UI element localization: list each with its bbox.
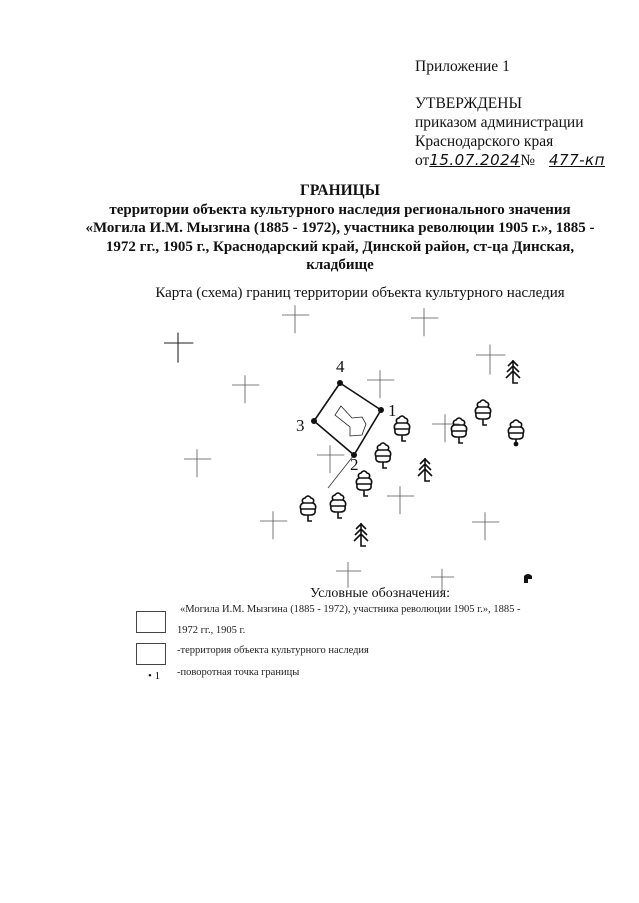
cross-icon bbox=[387, 486, 415, 515]
conifer-tree-icon bbox=[505, 359, 521, 384]
cross-icon bbox=[184, 449, 212, 478]
cross-icon bbox=[232, 375, 260, 404]
point-label-4: 4 bbox=[336, 357, 345, 376]
cross-icon bbox=[317, 445, 345, 474]
legend-territory-box bbox=[136, 643, 166, 665]
appendix-label: Приложение 1 bbox=[415, 58, 510, 75]
approved-label: УТВЕРЖДЕНЫ bbox=[415, 95, 522, 112]
path-line bbox=[327, 454, 355, 489]
deciduous-tree-icon bbox=[450, 417, 468, 444]
cross-icon bbox=[336, 562, 362, 588]
legend-title: Условные обозначения: bbox=[309, 586, 451, 601]
legend-object-text-1: «Могила И.М. Мызгина (1885 - 1972), учас… bbox=[180, 604, 521, 615]
number-label: № bbox=[520, 152, 536, 169]
tree-icons bbox=[299, 359, 525, 547]
boundary-point-1 bbox=[378, 407, 384, 413]
partial-symbol-icon bbox=[524, 574, 532, 583]
title-line-3: 1972 гг., 1905 г., Краснодарский край, Д… bbox=[105, 238, 575, 255]
approval-block: Приложение 1 УТВЕРЖДЕНЫ приказом админис… bbox=[415, 57, 605, 170]
grave-outline bbox=[334, 405, 367, 437]
cross-icon bbox=[411, 308, 439, 337]
point-label-1: 1 bbox=[388, 401, 397, 420]
legend-object-box bbox=[136, 611, 166, 633]
cross-icon bbox=[432, 414, 460, 443]
cross-icon bbox=[431, 568, 455, 593]
conifer-tree-icon bbox=[417, 457, 433, 482]
title-line-1: территории объекта культурного наследия … bbox=[109, 201, 571, 218]
deciduous-tree-icon bbox=[355, 470, 373, 497]
boundary-point-3 bbox=[311, 418, 317, 424]
title-line-2: «Могила И.М. Мызгина (1885 - 1972), учас… bbox=[85, 220, 595, 236]
order-label: приказом администрации bbox=[415, 114, 584, 131]
cross-icon bbox=[367, 370, 395, 399]
conifer-tree-icon bbox=[353, 522, 369, 547]
deciduous-tree-icon bbox=[374, 442, 392, 469]
cross-icon bbox=[476, 344, 506, 375]
cross-icon bbox=[164, 332, 194, 363]
map-caption: Карта (схема) границ территории объекта … bbox=[155, 285, 565, 301]
deciduous-tree-icon bbox=[507, 419, 525, 447]
from-label: от bbox=[415, 152, 430, 169]
boundary-points bbox=[311, 380, 384, 458]
boundary-point-2 bbox=[351, 452, 357, 458]
cross-icon bbox=[282, 305, 310, 334]
title-line-4: кладбище bbox=[306, 257, 374, 273]
grave-cross-icons bbox=[164, 305, 506, 593]
document-title: ГРАНИЦЫ территории объекта культурного н… bbox=[60, 182, 620, 275]
handwritten-date: 15.07.2024 bbox=[429, 151, 521, 169]
cross-icon bbox=[260, 511, 288, 540]
boundary-point-labels: 1 2 3 4 bbox=[296, 357, 397, 474]
deciduous-tree-icon bbox=[393, 415, 411, 442]
point-label-2: 2 bbox=[350, 455, 359, 474]
date-number-line: от15.07.2024№ 477-кп bbox=[415, 151, 605, 170]
cross-icon bbox=[472, 512, 500, 541]
deciduous-tree-icon bbox=[474, 399, 492, 426]
region-label: Краснодарского края bbox=[415, 133, 554, 150]
boundary-point-4 bbox=[337, 380, 343, 386]
legend-point-symbol: • 1 bbox=[148, 670, 161, 682]
territory-boundary bbox=[312, 381, 383, 457]
handwritten-number: 477-кп bbox=[549, 151, 605, 169]
point-label-3: 3 bbox=[296, 416, 305, 435]
legend-territory-text: -территория объекта культурного наследия bbox=[177, 645, 369, 656]
title-heading: ГРАНИЦЫ bbox=[300, 182, 380, 199]
deciduous-tree-icon bbox=[299, 495, 317, 522]
legend-point-text: -поворотная точка границы bbox=[177, 667, 300, 678]
deciduous-tree-icon bbox=[329, 492, 347, 519]
legend-object-text-2: 1972 гг., 1905 г. bbox=[177, 625, 246, 636]
